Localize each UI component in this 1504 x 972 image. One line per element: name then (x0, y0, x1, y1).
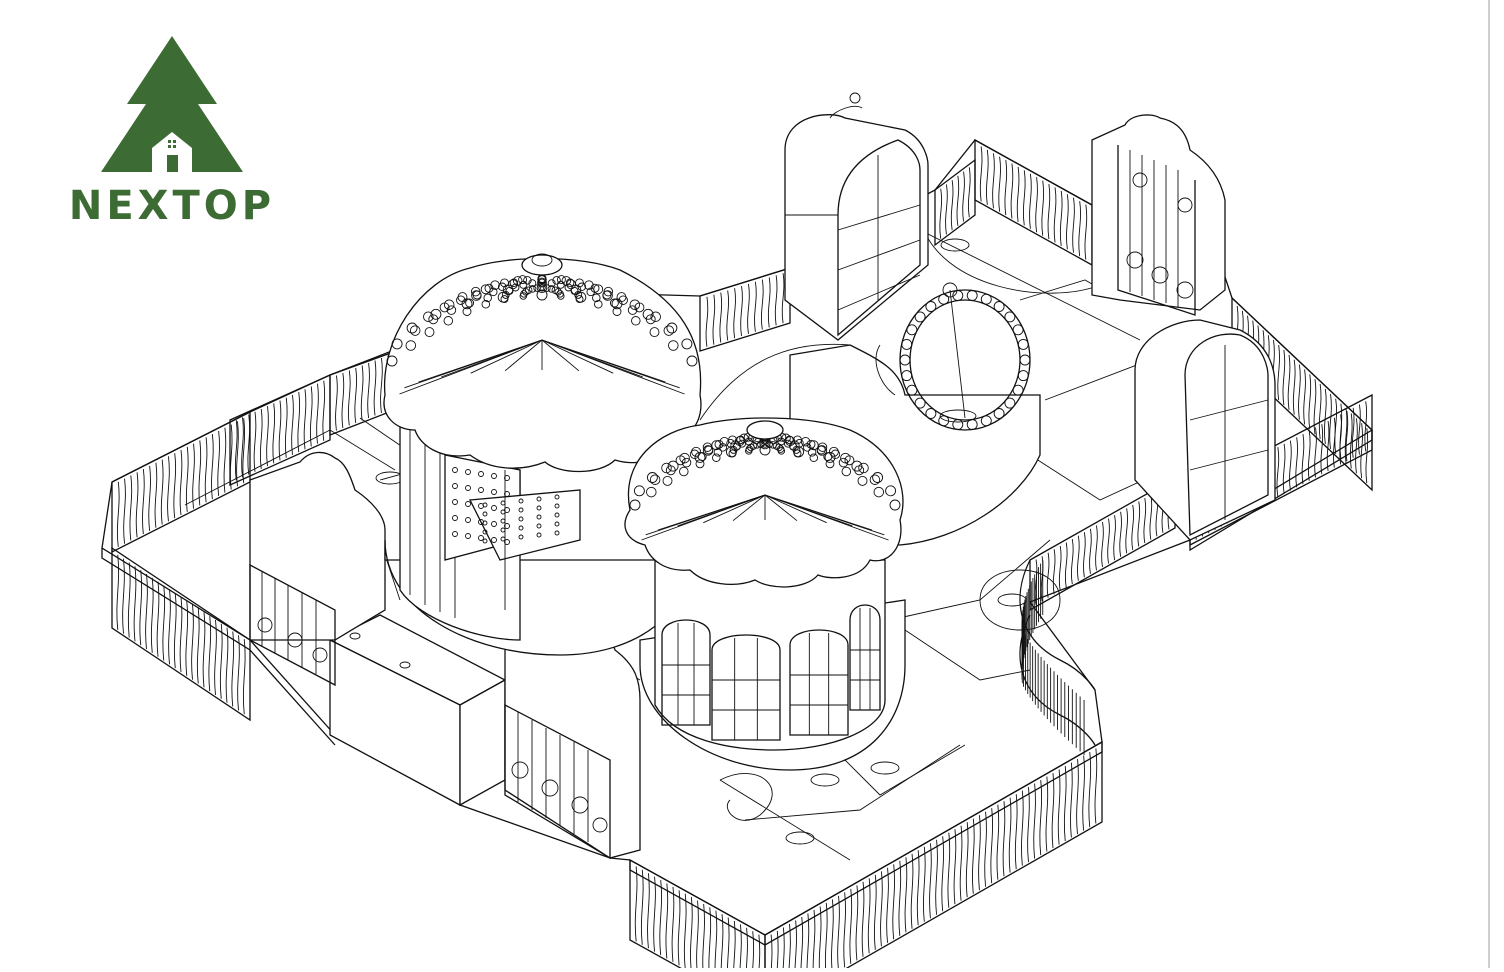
page-edge (1488, 0, 1490, 968)
house-door-icon (152, 132, 192, 172)
ornate-gate-back (1091, 114, 1226, 316)
storage-box (328, 614, 507, 807)
gazebo-right-with-windows (624, 417, 906, 771)
railing-segment (764, 740, 1103, 972)
tree-logo-icon (101, 36, 243, 172)
arched-door-right (1134, 319, 1276, 541)
logo-wordmark: NEXTOP (69, 183, 275, 229)
curved-fence-right (1019, 559, 1096, 755)
railing-segment (699, 267, 791, 352)
railing-segment (934, 158, 976, 247)
nextop-logo: NEXTOP (69, 36, 275, 229)
arched-door-back (784, 92, 929, 341)
railing-segment (111, 546, 251, 722)
railing-segment (111, 410, 251, 554)
railing-segment (974, 138, 1093, 267)
railing-segment (629, 858, 766, 972)
gazebo-left-with-bench (383, 253, 702, 656)
ornate-gate-left (249, 451, 386, 687)
railing-segment (229, 373, 331, 487)
